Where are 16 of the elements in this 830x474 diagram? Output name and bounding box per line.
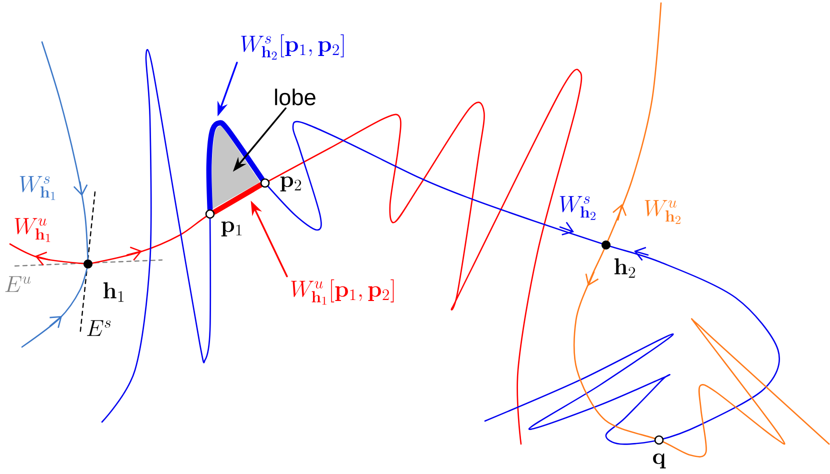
manifold-label: $W^{u}_{\mathbf{h}_2}$ — [644, 200, 680, 224]
segment-label: $W^{s}_{\mathbf{h}_2}[\mathbf{p}_1,\mathbf{p}_2]$ — [241, 34, 344, 60]
subspace-label: $E^{u}$ — [5, 276, 31, 292]
point-label: $\mathbf{p}_2$ — [280, 176, 301, 192]
subspace-label: $E^{s}$ — [87, 320, 111, 336]
point-label: $\mathbf{h}_2$ — [614, 258, 635, 278]
stable-segment — [206, 120, 265, 212]
point-label: $\mathbf{h}_1$ — [104, 282, 124, 302]
unstable-segment — [212, 182, 264, 215]
manifold-label: $W^{s}_{\mathbf{h}_1}$ — [20, 176, 56, 200]
manifold-label: $W^{u}_{\mathbf{h}_1}$ — [14, 218, 50, 242]
point-label: $\mathbf{p}_1$ — [221, 222, 242, 236]
point-label: $\mathbf{q}$ — [653, 454, 666, 468]
segment-label: $W^{u}_{\mathbf{h}_1}[\mathbf{p}_1,\mathbf{p}_2]$ — [291, 279, 394, 305]
lobe-label: lobe — [275, 88, 316, 106]
manifold-label: $W^{s}_{\mathbf{h}_2}$ — [560, 196, 596, 220]
